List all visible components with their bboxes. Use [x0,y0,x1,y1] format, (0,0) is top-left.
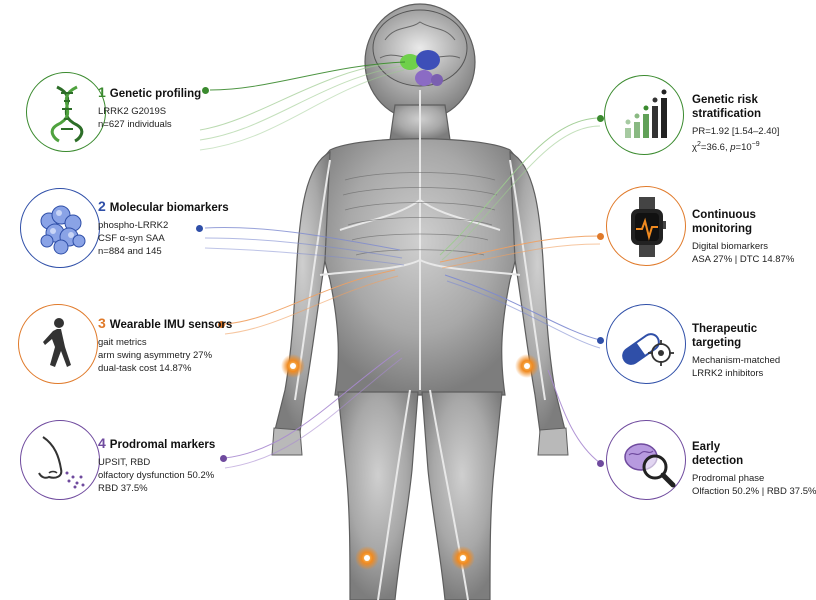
pill-target-icon [606,304,686,384]
panel-line: arm swing asymmetry 27% [98,350,213,361]
panel-line: Olfaction 50.2% | RBD 37.5% [692,486,816,497]
panel-title: Molecular biomarkers [109,202,229,214]
connector-dot-r2 [597,233,604,240]
bar-chart-icon [604,75,684,155]
panel-line: n=627 individuals [98,119,172,130]
chi-value: =36.6, [700,142,731,154]
panel-title-line: Early [692,441,721,453]
panel-title: Genetic profiling [109,88,202,100]
protein-icon [20,188,100,268]
panel-title-line: Therapeutic [692,323,758,335]
panel-number: 4 [98,435,106,451]
panel-line: ASA 27% | DTC 14.87% [692,254,795,265]
nose-icon [20,420,100,500]
panel-line: dual-task cost 14.87% [98,363,192,374]
joint-markers [281,354,539,570]
connector-dot-3 [218,321,225,328]
panel-early-detection: Early detection Prodromal phase Olfaction… [692,440,816,498]
panel-line: phospho-LRRK2 [98,220,169,231]
connector-dot-r4 [597,460,604,467]
panel-line: olfactory dysfunction 50.2% [98,470,215,481]
panel-title-line: monitoring [692,223,753,235]
connector-fibers [199,61,601,469]
panel-line: Digital biomarkers [692,241,769,252]
panel-title: Prodromal markers [109,439,216,451]
panel-line: PR=1.92 [1.54–2.40] [692,126,780,137]
panel-chi-line: χ2=36.6, p=10−9 [692,138,779,154]
connector-dot-r1 [597,115,604,122]
hands [271,427,569,456]
smartwatch-icon [606,186,686,266]
brain-magnifier-icon [606,420,686,500]
panel-line: n=884 and 145 [98,246,162,257]
p-exponent: −9 [751,141,760,148]
panel-line: Prodromal phase [692,473,765,484]
p-value: =10 [735,142,752,154]
panel-title-line: detection [692,455,744,467]
panel-line: Mechanism-matched [692,355,781,366]
chi-superscript: 2 [697,141,701,148]
panel-line: gait metrics [98,337,147,348]
panel-title-line: targeting [692,337,742,349]
p-symbol: p [730,142,736,154]
panel-title: Wearable IMU sensors [109,319,233,331]
skeleton-ribs [342,172,498,256]
panel-title-line: Genetic risk [692,94,758,106]
panel-number: 2 [98,198,106,214]
walking-person-icon [18,304,98,384]
panel-line: RBD 37.5% [98,483,148,494]
panel-line: UPSIT, RBD [98,457,151,468]
panel-number: 1 [98,84,106,100]
dna-icon [26,72,106,152]
connector-dot-1 [202,87,209,94]
chi-symbol: χ [692,142,697,154]
panel-therapeutic-targeting: Therapeutic targeting Mechanism-matched L… [692,322,780,380]
panel-title-line: stratification [692,108,762,120]
panel-line: CSF α-syn SAA [98,233,165,244]
panel-genetic-risk: Genetic risk stratification PR=1.92 [1.54… [692,93,779,154]
panel-line: LRRK2 inhibitors [692,368,764,379]
panel-number: 3 [98,315,106,331]
connector-dot-2 [196,225,203,232]
panel-line: LRRK2 G2019S [98,106,167,117]
connector-dot-r3 [597,337,604,344]
panel-title-line: Continuous [692,209,756,221]
connector-dot-4 [220,455,227,462]
